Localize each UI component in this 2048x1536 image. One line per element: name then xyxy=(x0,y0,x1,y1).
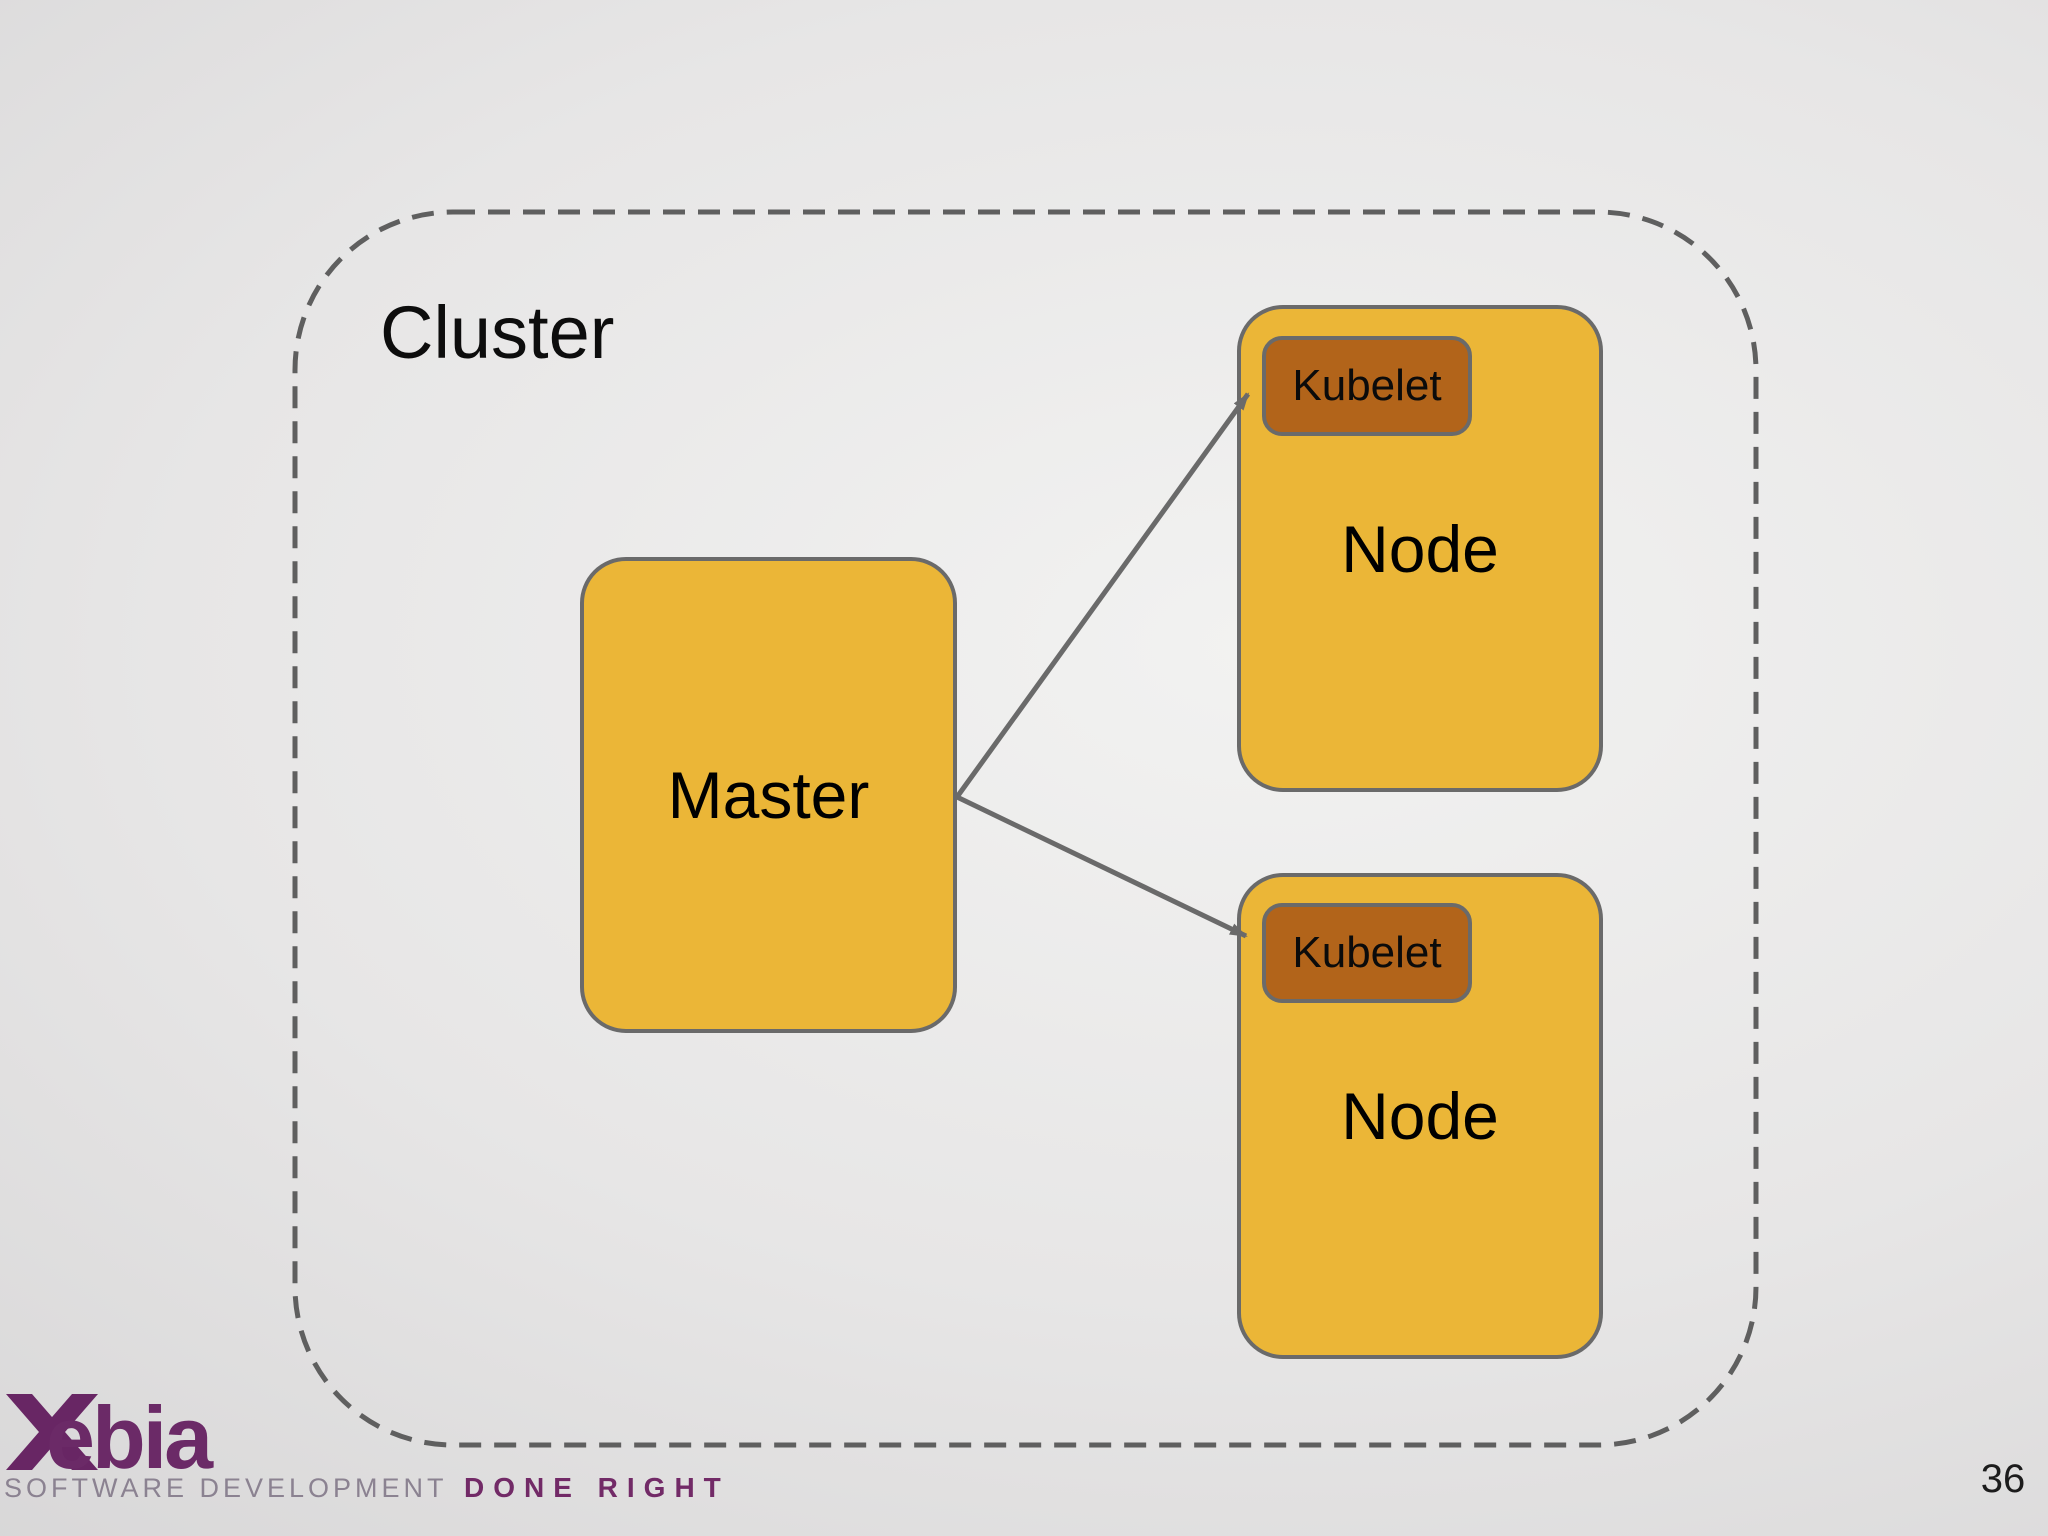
node-box-bottom: Kubelet Node xyxy=(1237,873,1603,1359)
kubelet-box-top: Kubelet xyxy=(1262,336,1472,436)
xebia-wordmark: ebia xyxy=(46,1388,214,1487)
xebia-x-icon xyxy=(6,1394,98,1470)
tagline: SOFTWARE DEVELOPMENT DONE RIGHT xyxy=(4,1472,730,1503)
xebia-logo: ebia SOFTWARE DEVELOPMENT DONE RIGHT xyxy=(4,1388,730,1503)
page-number: 36 xyxy=(1980,1457,2026,1501)
cluster-label: Cluster xyxy=(380,291,615,374)
tagline-right: DONE RIGHT xyxy=(464,1472,730,1503)
node-label-top: Node xyxy=(1341,511,1499,586)
node-label-bottom: Node xyxy=(1341,1079,1499,1153)
master-box: Master xyxy=(580,557,957,1033)
kubelet-box-bottom: Kubelet xyxy=(1262,903,1472,1003)
kubelet-label-top: Kubelet xyxy=(1292,361,1442,410)
node-box-top: Kubelet Node xyxy=(1237,305,1603,792)
tagline-left: SOFTWARE DEVELOPMENT xyxy=(4,1473,448,1503)
kubelet-label-bottom: Kubelet xyxy=(1292,928,1442,977)
master-label: Master xyxy=(667,758,870,832)
